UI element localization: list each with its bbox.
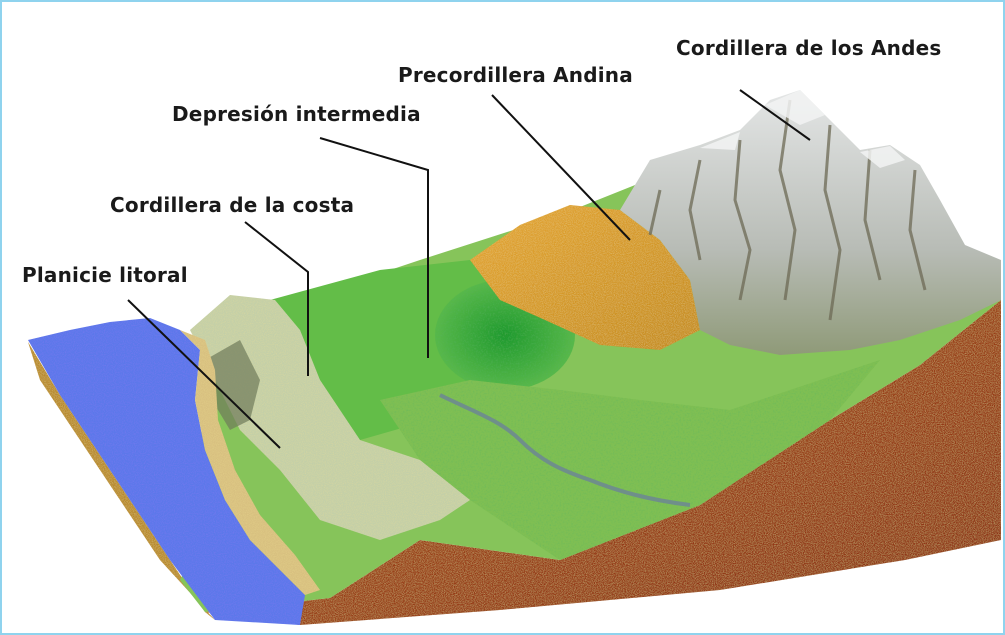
- label-depresion-intermedia: Depresión intermedia: [172, 102, 421, 126]
- leader-costa: [244, 221, 309, 376]
- soil-cross-section: [205, 300, 1001, 625]
- coastal-range: [190, 295, 470, 540]
- shoreline: [180, 330, 320, 595]
- label-cordillera-andes: Cordillera de los Andes: [676, 36, 941, 60]
- ocean: [28, 318, 305, 625]
- andes-range: [620, 90, 1001, 355]
- lowland-vegetation: [380, 360, 880, 560]
- leader-planicie: [127, 299, 281, 449]
- andes-snow: [700, 90, 905, 168]
- label-cordillera-costa: Cordillera de la costa: [110, 193, 354, 217]
- coastal-range-shadow: [205, 340, 260, 430]
- precordillera-hills: [470, 205, 700, 350]
- label-precordillera-andina: Precordillera Andina: [398, 63, 633, 87]
- river: [439, 393, 691, 507]
- leader-precordillera: [491, 94, 631, 241]
- leader-andes: [739, 89, 811, 141]
- leader-depresion: [319, 137, 429, 358]
- leader-lines: [127, 89, 811, 449]
- andes-ridges: [648, 99, 927, 321]
- label-planicie-litoral: Planicie litoral: [22, 263, 188, 287]
